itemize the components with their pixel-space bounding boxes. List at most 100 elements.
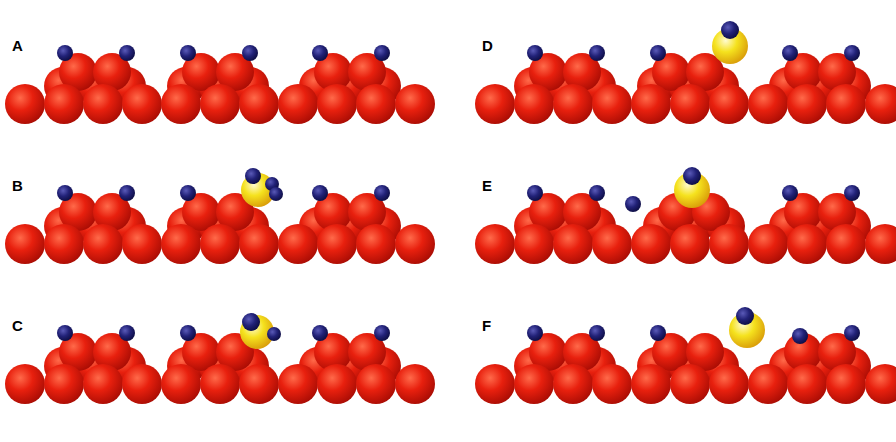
substrate-atom [83,364,123,404]
hydrogen-atom [625,196,641,212]
substrate-atom [709,364,749,404]
substrate-atom [5,224,45,264]
substrate-atom [44,364,84,404]
substrate-atom [553,224,593,264]
hydrogen-atom [782,45,798,61]
substrate-atom [83,84,123,124]
substrate-atom [5,84,45,124]
substrate-atom [278,224,318,264]
hydrogen-atom [589,185,605,201]
substrate-atom [514,84,554,124]
substrate-atom [356,224,396,264]
substrate-atom [239,84,279,124]
substrate-atom [356,84,396,124]
substrate-atom [592,364,632,404]
substrate-atom [44,224,84,264]
panel-letter: C [12,318,23,333]
hydrogen-atom [683,167,701,185]
substrate-atom [395,224,435,264]
hydrogen-atom [242,45,258,61]
hydrogen-atom [527,45,543,61]
substrate-atom [865,84,896,124]
hydrogen-atom [736,307,754,325]
substrate-atom [161,84,201,124]
substrate-atom [748,84,788,124]
substrate-atom [553,364,593,404]
surface-panel [475,167,896,264]
substrate-atom [5,364,45,404]
panel-letter: E [482,178,492,193]
substrate-atom [514,224,554,264]
substrate-atom [670,84,710,124]
hydrogen-atom [527,325,543,341]
substrate-atom [200,224,240,264]
substrate-atom [83,224,123,264]
substrate-atom [200,364,240,404]
substrate-atom [826,364,866,404]
surface-panel [5,168,435,264]
surface-panel [5,45,435,124]
substrate-atom [631,84,671,124]
substrate-atom [317,364,357,404]
surface-panel [475,307,896,404]
substrate-atom [865,224,896,264]
hydrogen-atom [650,45,666,61]
hydrogen-atom [119,45,135,61]
hydrogen-atom [374,325,390,341]
hydrogen-atom [782,185,798,201]
substrate-atom [709,84,749,124]
substrate-atom [161,364,201,404]
substrate-atom [475,224,515,264]
panel-letter: A [12,38,23,53]
substrate-atom [278,84,318,124]
substrate-atom [748,224,788,264]
hydrogen-atom [242,313,260,331]
hydrogen-atom [180,185,196,201]
hydrogen-atom [312,325,328,341]
substrate-atom [748,364,788,404]
hydrogen-atom [374,185,390,201]
substrate-atom [865,364,896,404]
hydrogen-atom [119,325,135,341]
hydrogen-atom [589,325,605,341]
substrate-atom [161,224,201,264]
substrate-atom [278,364,318,404]
hydrogen-atom [650,325,666,341]
substrate-atom [317,84,357,124]
panel-letter: D [482,38,493,53]
substrate-atom [514,364,554,404]
hydrogen-atom [844,185,860,201]
substrate-atom [122,224,162,264]
substrate-atom [239,364,279,404]
hydrogen-atom [119,185,135,201]
hydrogen-atom [180,325,196,341]
substrate-atom [787,364,827,404]
surface-panel [475,21,896,124]
hydrogen-atom [589,45,605,61]
substrate-atom [395,364,435,404]
hydrogen-atom [57,185,73,201]
substrate-atom [787,84,827,124]
substrate-atom [122,84,162,124]
hydrogen-atom [57,325,73,341]
hydrogen-atom [844,45,860,61]
substrate-atom [395,84,435,124]
substrate-atom [592,224,632,264]
substrate-atom [122,364,162,404]
substrate-atom [709,224,749,264]
hydrogen-atom [792,328,808,344]
substrate-atom [670,364,710,404]
panel-letter: F [482,318,491,333]
hydrogen-atom [57,45,73,61]
hydrogen-atom [374,45,390,61]
substrate-atom [475,364,515,404]
substrate-atom [592,84,632,124]
substrate-atom [356,364,396,404]
substrate-atom [787,224,827,264]
hydrogen-atom [245,168,261,184]
substrate-atom [826,84,866,124]
panel-letter: B [12,178,23,193]
substrate-atom [670,224,710,264]
substrate-atom [475,84,515,124]
hydrogen-atom [312,185,328,201]
